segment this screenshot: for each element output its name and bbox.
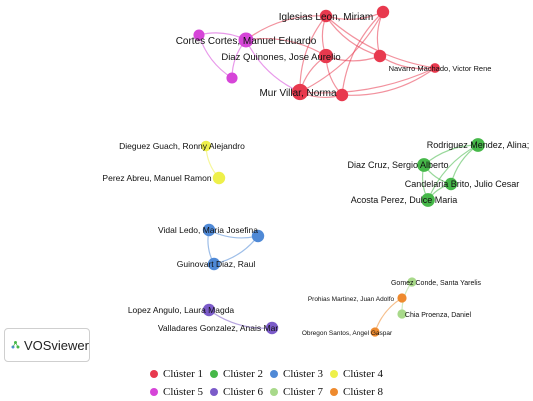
- vosviewer-badge[interactable]: VOSviewer: [4, 328, 90, 362]
- node-gomez[interactable]: [407, 277, 417, 287]
- legend-dot: [270, 388, 278, 396]
- link-cortes-mur: [245, 39, 301, 93]
- node-label-obregon: Obregon Santos, Angel Gaspar: [302, 330, 393, 337]
- node-label-vidal: Vidal Ledo, Maria Josefina: [158, 225, 258, 235]
- node-diazc[interactable]: [417, 158, 431, 172]
- legend-dot: [150, 388, 158, 396]
- legend-item-cluster-5: Clúster 5: [150, 386, 203, 398]
- link-rodriguez-acosta: [427, 144, 479, 201]
- nodes-layer: [193, 5, 485, 337]
- legend-dot: [210, 388, 218, 396]
- node-c5b[interactable]: [226, 72, 238, 84]
- link-c1c-navarro: [341, 67, 436, 96]
- legend-label: Clúster 7: [283, 386, 324, 398]
- node-c1c[interactable]: [335, 88, 349, 102]
- legend-label: Clúster 8: [343, 386, 384, 398]
- legend-label: Clúster 6: [223, 386, 264, 398]
- node-label-prohias: Prohias Martinez, Juan Adolfo: [308, 296, 395, 303]
- node-c1b[interactable]: [373, 49, 387, 63]
- link-iglesias-navarro: [325, 15, 436, 69]
- node-guinovart[interactable]: [207, 257, 221, 271]
- legend-dot: [150, 370, 158, 378]
- vosviewer-logo-icon: [11, 341, 20, 349]
- cluster-legend: Clúster 1 Clúster 2 Clúster 3 Clúster 4 Clús…: [150, 368, 390, 400]
- node-label-perez: Perez Abreu, Manuel Ramon: [102, 173, 211, 183]
- legend-item-cluster-8: Clúster 8: [330, 386, 383, 398]
- link-iglesias-cortes: [245, 15, 327, 41]
- legend-item-cluster-1: Clúster 1: [150, 368, 203, 380]
- link-c1a-c1b: [376, 11, 384, 57]
- node-iglesias[interactable]: [319, 9, 333, 23]
- link-c1a-c1c: [341, 11, 384, 96]
- node-obregon[interactable]: [370, 327, 380, 337]
- node-diazq[interactable]: [318, 48, 334, 64]
- node-c3a[interactable]: [251, 229, 265, 243]
- node-lopez[interactable]: [202, 303, 216, 317]
- node-label-gomez: Gomez Conde, Santa Yarelis: [391, 280, 482, 287]
- node-mur[interactable]: [291, 83, 309, 101]
- node-dieguez[interactable]: [200, 140, 212, 152]
- vosviewer-brand: VOSviewer: [23, 337, 89, 353]
- legend-dot: [330, 370, 338, 378]
- node-label-lopez: Lopez Angulo, Laura Magda: [128, 305, 235, 315]
- node-label-mur: Mur Villar, Norma: [259, 88, 336, 99]
- link-iglesias-c1b: [325, 15, 381, 57]
- node-chia[interactable]: [397, 309, 407, 319]
- node-label-dieguez: Dieguez Guach, Ronny Alejandro: [119, 141, 245, 151]
- node-label-candelaria: Candelaria Brito, Julio Cesar: [405, 179, 520, 189]
- node-label-cortes: Cortes Cortes, Manuel Eduardo: [176, 36, 317, 47]
- link-iglesias-mur: [299, 15, 327, 93]
- legend-label: Clúster 5: [163, 386, 204, 398]
- node-perez[interactable]: [212, 171, 226, 185]
- legend-label: Clúster 3: [283, 368, 324, 380]
- legend-dot: [270, 370, 278, 378]
- node-acosta[interactable]: [421, 193, 435, 207]
- node-label-diazq: Diaz Quinones, Jose Aurelio: [221, 52, 340, 63]
- legend-item-cluster-2: Clúster 2: [210, 368, 263, 380]
- node-label-acosta: Acosta Perez, Dulce Maria: [351, 195, 458, 205]
- legend-label: Clúster 2: [223, 368, 264, 380]
- node-label-diazc: Diaz Cruz, Sergio Alberto: [347, 160, 448, 170]
- legend-label: Clúster 4: [343, 368, 384, 380]
- node-label-navarro: Navarro Machado, Victor Rene: [389, 64, 492, 73]
- node-cortes[interactable]: [238, 32, 254, 48]
- node-c5a[interactable]: [193, 29, 205, 41]
- legend-dot: [210, 370, 218, 378]
- legend-dot: [330, 388, 338, 396]
- link-mur-c1a: [299, 11, 384, 93]
- node-vidal[interactable]: [202, 223, 216, 237]
- node-label-chia: Chia Proenza, Daniel: [405, 312, 472, 319]
- node-label-guinovart: Guinovart Diaz, Raul: [177, 259, 256, 269]
- node-rodriguez[interactable]: [471, 138, 485, 152]
- node-navarro[interactable]: [430, 63, 440, 73]
- node-candelaria[interactable]: [444, 177, 458, 191]
- legend-item-cluster-3: Clúster 3: [270, 368, 323, 380]
- node-valladares[interactable]: [265, 321, 279, 335]
- legend-item-cluster-4: Clúster 4: [330, 368, 383, 380]
- link-diazq-cortes: [245, 37, 327, 57]
- node-label-valladares: Valladares Gonzalez, Anais Mar: [158, 323, 278, 333]
- node-label-rodriguez: Rodriguez Mendez, Alina;: [427, 140, 530, 150]
- legend-item-cluster-6: Clúster 6: [210, 386, 263, 398]
- node-label-iglesias: Iglesias Leon, Miriam: [279, 12, 373, 23]
- link-lopez-valladares: [208, 309, 273, 329]
- node-prohias[interactable]: [397, 293, 407, 303]
- node-c1a[interactable]: [376, 5, 390, 19]
- link-mur-navarro: [299, 67, 436, 94]
- legend-label: Clúster 1: [163, 368, 204, 380]
- legend-item-cluster-7: Clúster 7: [270, 386, 323, 398]
